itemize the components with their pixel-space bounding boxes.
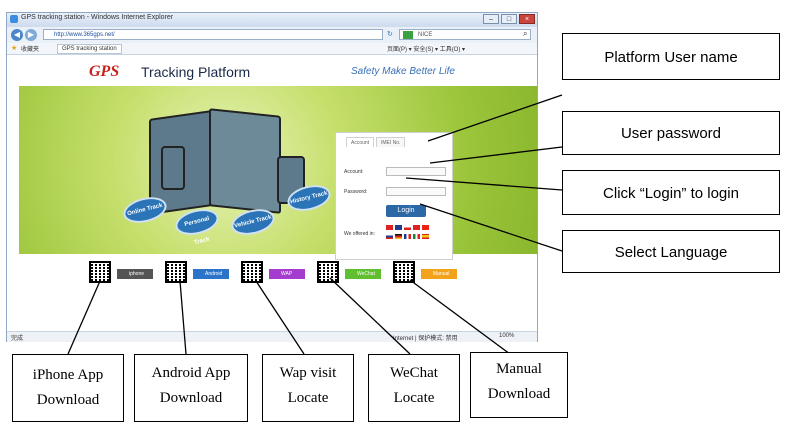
- command-bar[interactable]: 页面(P) ▾ 安全(S) ▾ 工具(O) ▾: [387, 47, 466, 53]
- web-page: GPS Tracking Platform Safety Make Better…: [7, 55, 537, 331]
- refresh-icon[interactable]: ↻: [387, 31, 393, 38]
- flag-germany[interactable]: [395, 234, 402, 239]
- slogan: Safety Make Better Life: [351, 66, 455, 77]
- security-zone: Internet | 保护模式: 禁用: [393, 336, 458, 342]
- callout-language: Select Language: [562, 230, 780, 273]
- callout-manual: Manual Download: [470, 352, 568, 418]
- flag-uk[interactable]: [395, 225, 402, 230]
- callout-wap-line1: Wap visit: [279, 365, 337, 381]
- search-provider-icon: [403, 31, 413, 39]
- callout-android-line1: Android App: [151, 365, 231, 381]
- language-label: We offered in:: [344, 231, 375, 237]
- android-download-button[interactable]: Android: [193, 269, 229, 279]
- wechat-button[interactable]: WeChat: [345, 269, 381, 279]
- callout-password: User password: [562, 111, 780, 155]
- zoom-level[interactable]: 100%: [499, 333, 515, 339]
- phone-image: [161, 146, 185, 190]
- magnifier-icon[interactable]: ⌕: [523, 29, 528, 38]
- address-bar-row: ◀ ▶ http://www.365gps.net/ ↻ NICE ⌕: [7, 27, 537, 43]
- callout-wechat: WeChat Locate: [368, 354, 460, 422]
- favorites-bar: ★ 收藏夹 GPS tracking station 页面(P) ▾ 安全(S)…: [7, 43, 537, 55]
- close-button[interactable]: ×: [519, 14, 535, 24]
- callout-iphone-line1: iPhone App: [32, 367, 104, 383]
- qr-code: [317, 261, 339, 283]
- maximize-button[interactable]: □: [501, 14, 517, 24]
- title-bar: GPS tracking station - Windows Internet …: [7, 13, 537, 27]
- browser-window: GPS tracking station - Windows Internet …: [6, 12, 538, 342]
- line-password: [429, 146, 563, 164]
- login-button[interactable]: Login: [386, 205, 426, 217]
- flag-spain[interactable]: [422, 234, 429, 239]
- back-icon[interactable]: ◀: [11, 29, 23, 41]
- account-input[interactable]: [386, 167, 446, 176]
- tab-imei[interactable]: IMEI No.: [376, 137, 406, 147]
- callout-android-line2: Download: [159, 390, 223, 406]
- callout-iphone: iPhone App Download: [12, 354, 124, 422]
- status-text: 完成: [11, 336, 24, 342]
- flag-russia[interactable]: [386, 234, 393, 239]
- line-iphone: [67, 280, 101, 355]
- line-wechat: [329, 277, 411, 355]
- search-input[interactable]: NICE: [399, 29, 531, 40]
- manual-button[interactable]: Manual: [421, 269, 457, 279]
- callout-wap-line2: Locate: [287, 390, 329, 406]
- line-android: [179, 280, 187, 355]
- callout-android: Android App Download: [134, 354, 248, 422]
- flag-vietnam[interactable]: [413, 225, 420, 230]
- callout-login: Click “Login” to login: [562, 170, 780, 215]
- callout-wap: Wap visit Locate: [262, 354, 354, 422]
- account-label: Account:: [344, 169, 364, 175]
- status-bar: 完成 Internet | 保护模式: 禁用 100%: [7, 331, 537, 342]
- flag-turkey[interactable]: [422, 225, 429, 230]
- qr-code: [393, 261, 415, 283]
- tab-account[interactable]: Account: [346, 137, 375, 147]
- callout-wechat-line1: WeChat: [390, 365, 438, 381]
- gps-logo: GPS: [89, 63, 120, 80]
- callout-username: Platform User name: [562, 33, 780, 80]
- address-input[interactable]: http://www.365gps.net/: [43, 29, 383, 40]
- callout-manual-line2: Download: [487, 386, 551, 402]
- qr-code: [241, 261, 263, 283]
- wap-button[interactable]: WAP: [269, 269, 305, 279]
- forward-icon[interactable]: ▶: [25, 29, 37, 41]
- star-icon: ★: [11, 45, 18, 52]
- login-panel: Account IMEI No. Account: Password: Logi…: [335, 132, 453, 260]
- callout-iphone-line2: Download: [36, 392, 100, 408]
- minimize-button[interactable]: –: [483, 14, 499, 24]
- callout-manual-line1: Manual: [496, 361, 542, 377]
- iphone-download-button[interactable]: iphone: [117, 269, 153, 279]
- line-language: [419, 203, 563, 252]
- password-label: Password:: [344, 189, 368, 195]
- flag-italy[interactable]: [413, 234, 420, 239]
- favorites-button[interactable]: 收藏夹: [21, 47, 40, 53]
- password-input[interactable]: [386, 187, 446, 196]
- flag-poland[interactable]: [404, 225, 411, 230]
- flag-france[interactable]: [404, 234, 411, 239]
- flag-china[interactable]: [386, 225, 393, 230]
- tab-gps-tracking[interactable]: GPS tracking station: [57, 44, 122, 54]
- line-login: [405, 177, 563, 191]
- window-title: GPS tracking station - Windows Internet …: [21, 14, 174, 21]
- ie-icon: [10, 15, 18, 23]
- callout-wechat-line2: Locate: [393, 390, 435, 406]
- line-username: [427, 94, 563, 142]
- qr-code: [165, 261, 187, 283]
- line-wap: [255, 280, 305, 355]
- platform-title: Tracking Platform: [141, 64, 251, 80]
- hero-banner: Online Track Personal Track Vehicle Trac…: [19, 86, 537, 260]
- line-manual: [409, 279, 511, 355]
